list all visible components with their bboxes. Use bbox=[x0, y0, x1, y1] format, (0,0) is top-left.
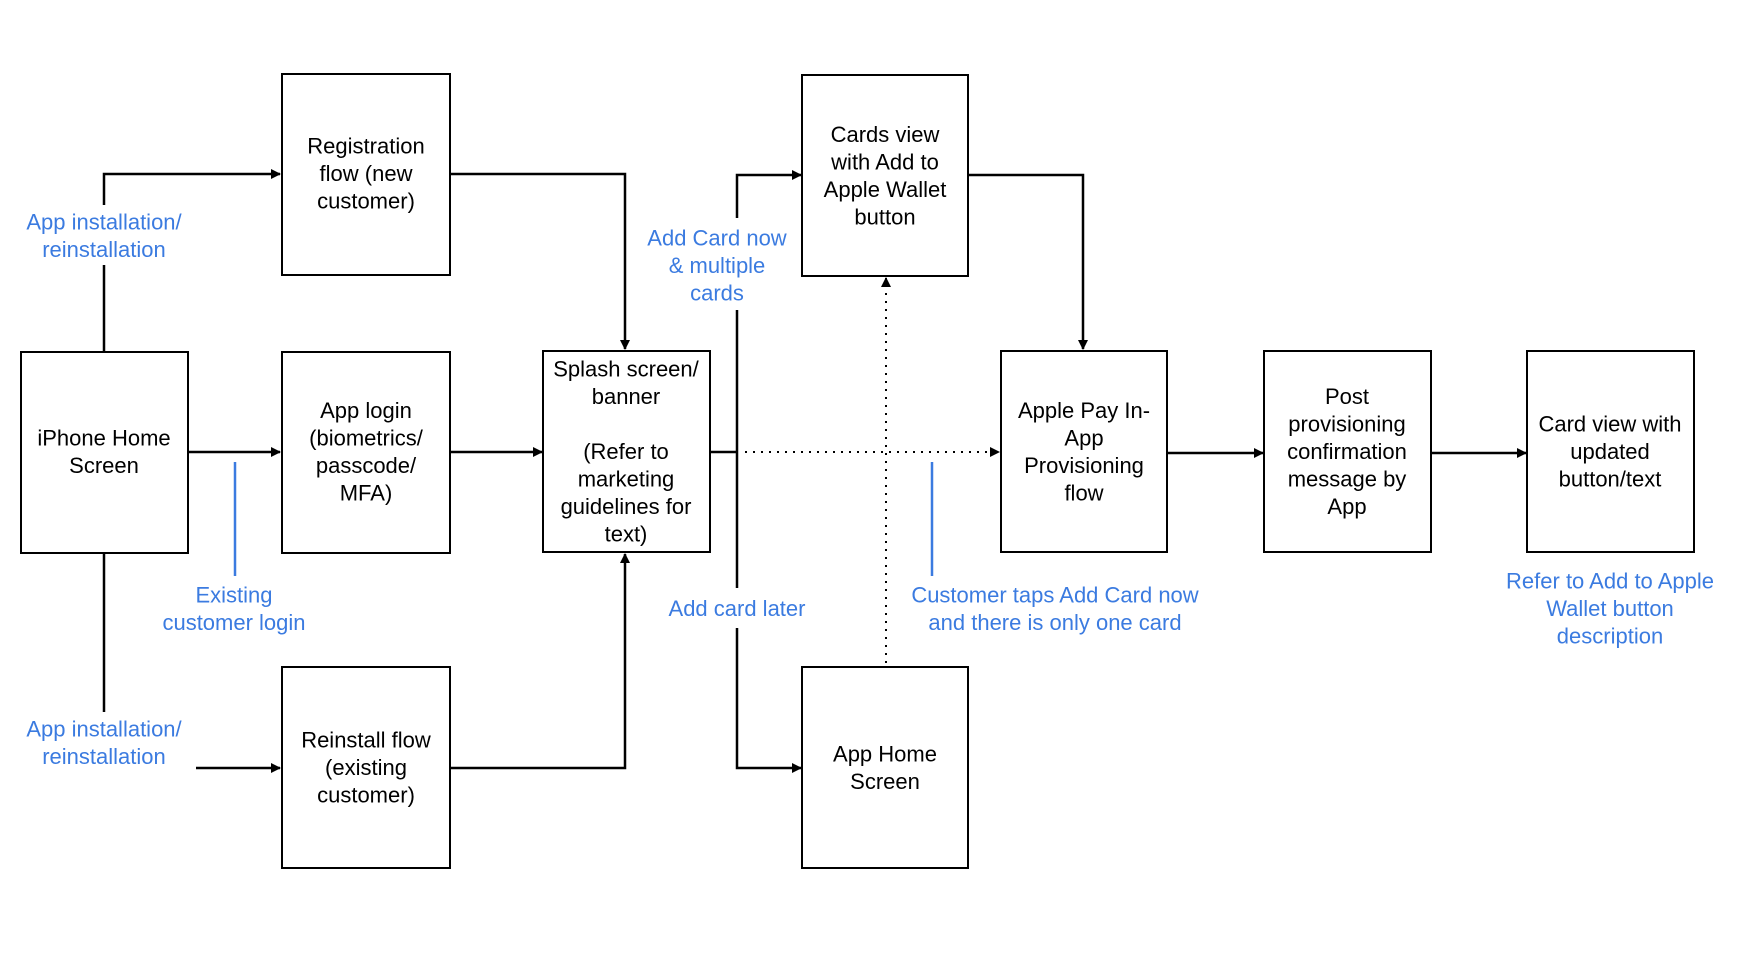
node-app-home-screen-text-line: Screen bbox=[850, 769, 920, 794]
node-apple-pay-provisioning-text-line: flow bbox=[1064, 480, 1103, 505]
label-app-installation-bottom: App installation/reinstallation bbox=[26, 716, 182, 769]
label-refer-add-to-wallet-line: Refer to Add to Apple bbox=[1506, 569, 1714, 594]
node-post-provisioning-text-line: confirmation bbox=[1287, 439, 1407, 464]
label-add-card-now-line: cards bbox=[690, 281, 744, 306]
node-registration-flow-text-line: Registration bbox=[307, 134, 424, 159]
node-splash-screen-text-line: marketing bbox=[578, 467, 675, 492]
node-app-login-text-line: (biometrics/ bbox=[309, 425, 424, 450]
node-splash-screen-text-line: guidelines for bbox=[561, 494, 692, 519]
node-iphone-home-screen-text-line: Screen bbox=[69, 453, 139, 478]
node-reinstall-flow-text: Reinstall flow(existing customer) bbox=[301, 728, 431, 808]
node-app-login-text-line: App login bbox=[320, 398, 412, 423]
node-post-provisioning-text-line: Post bbox=[1325, 384, 1369, 409]
node-app-home-screen-text-line: App Home bbox=[833, 741, 937, 766]
node-card-view-updated-text-line: updated bbox=[1570, 439, 1650, 464]
label-customer-taps-one-card-line: Customer taps Add Card now bbox=[911, 582, 1198, 607]
label-existing-customer-login-line: customer login bbox=[162, 610, 305, 635]
label-add-card-now-group: Add Card now& multiple cards bbox=[640, 221, 793, 309]
label-add-card-later: Add card later bbox=[669, 596, 806, 621]
label-add-card-now: Add Card now& multiple cards bbox=[647, 226, 787, 306]
edge-branch-to-cards-view-upper bbox=[735, 170, 802, 218]
node-splash-screen-text-line: Splash screen/ bbox=[553, 357, 699, 382]
node-registration-flow-text-line: customer) bbox=[317, 189, 415, 214]
label-existing-customer-login-line: Existing bbox=[195, 582, 272, 607]
node-post-provisioning-text-line: App bbox=[1327, 494, 1366, 519]
node-splash-screen-text-line: (Refer to bbox=[583, 439, 669, 464]
edge-branch-to-app-home-lower bbox=[735, 628, 802, 773]
label-add-card-later-group: Add card later bbox=[662, 590, 812, 626]
node-registration-flow-text-line: flow (new bbox=[320, 161, 413, 186]
node-card-view-updated-text-line: Card view with bbox=[1538, 412, 1681, 437]
label-app-installation-bottom-line: App installation/ bbox=[26, 716, 182, 741]
node-reinstall-flow-text-line: (existing bbox=[325, 755, 407, 780]
node-reinstall-flow: Reinstall flow(existing customer) bbox=[281, 666, 451, 869]
node-apple-pay-provisioning-text-line: Provisioning bbox=[1024, 453, 1144, 478]
node-reinstall-flow-text-line: Reinstall flow bbox=[301, 728, 431, 753]
node-app-login-text-line: MFA) bbox=[340, 480, 393, 505]
node-app-login-text-line: passcode/ bbox=[316, 453, 417, 478]
node-reinstall-flow-text-line: customer) bbox=[317, 783, 415, 808]
node-iphone-home-screen-text-line: iPhone Home bbox=[37, 425, 170, 450]
label-app-installation-top-line: App installation/ bbox=[26, 209, 182, 234]
label-install-top-group: App installation/reinstallation bbox=[16, 205, 196, 265]
label-refer-add-to-wallet-line: description bbox=[1557, 624, 1663, 649]
label-add-card-now-line: & multiple bbox=[669, 253, 766, 278]
node-app-login: App login(biometrics/passcode/MFA) bbox=[281, 351, 451, 554]
node-splash-screen-text-line: banner bbox=[592, 384, 661, 409]
edge-cards-view-to-apple-pay bbox=[968, 173, 1088, 350]
label-app-installation-bottom-line: reinstallation bbox=[42, 744, 166, 769]
label-existing-customer-login: Existing customer login bbox=[162, 582, 305, 635]
edge-home-to-registration bbox=[102, 169, 281, 351]
node-splash-screen-text-line: text) bbox=[605, 522, 648, 547]
label-add-card-now-line: Add Card now bbox=[647, 226, 787, 251]
label-refer-add-to-wallet-line: Wallet button bbox=[1546, 596, 1674, 621]
edge-registration-to-splash bbox=[450, 172, 630, 350]
node-post-provisioning-text-line: provisioning bbox=[1288, 412, 1405, 437]
node-card-view-updated-text-line: button/text bbox=[1559, 467, 1662, 492]
node-cards-view-text-line: button bbox=[854, 204, 915, 229]
node-cards-view-text-line: Apple Wallet bbox=[824, 177, 947, 202]
edge-reinstall-to-splash bbox=[450, 553, 630, 770]
label-app-installation-top-line: reinstallation bbox=[42, 237, 166, 262]
label-customer-taps-one-card-line: and there is only one card bbox=[928, 610, 1181, 635]
label-install-bottom-group: App installation/reinstallation bbox=[16, 712, 196, 772]
node-apple-pay-provisioning-text-line: App bbox=[1064, 425, 1103, 450]
label-customer-taps-one-card: Customer taps Add Card now and there is o… bbox=[911, 582, 1198, 635]
label-app-installation-top: App installation/reinstallation bbox=[26, 209, 182, 262]
label-add-card-later-line: Add card later bbox=[669, 596, 806, 621]
node-cards-view-text-line: with Add to bbox=[830, 149, 939, 174]
node-post-provisioning-text-line: message by bbox=[1288, 467, 1407, 492]
node-app-login-text: App login(biometrics/passcode/MFA) bbox=[309, 398, 424, 506]
node-apple-pay-provisioning-text-line: Apple Pay In- bbox=[1018, 398, 1150, 423]
node-cards-view-text-line: Cards view bbox=[831, 122, 940, 147]
